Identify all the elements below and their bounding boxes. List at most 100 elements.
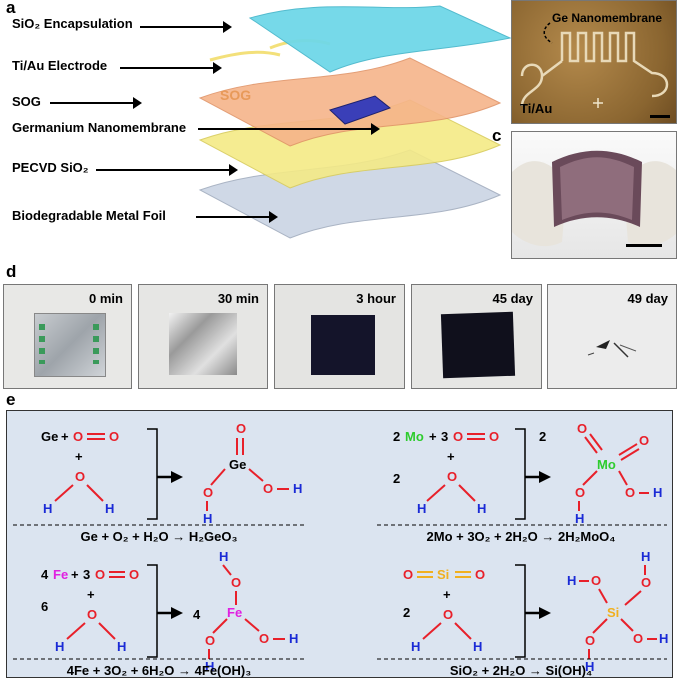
svg-text:H: H xyxy=(43,501,52,516)
ge-nanomembrane-callout: Ge Nanomembrane xyxy=(552,11,663,25)
svg-text:Mo: Mo xyxy=(597,457,616,472)
fe-reaction: 4 Fe + 3 O O 6 + O H H 4 H O Fe O xyxy=(41,549,298,674)
svg-text:+: + xyxy=(71,567,79,582)
layer-label-sio2-encapsulation: SiO₂ Encapsulation xyxy=(12,16,133,31)
svg-text:O: O xyxy=(203,485,213,500)
photo-45-day: 45 day xyxy=(411,284,542,389)
svg-text:Ge: Ge xyxy=(41,429,58,444)
svg-text:O: O xyxy=(75,469,85,484)
svg-text:O: O xyxy=(236,421,246,436)
svg-text:O: O xyxy=(475,567,485,582)
svg-text:H: H xyxy=(575,511,584,526)
micrograph-ge-nanomembrane: Ge Nanomembrane Ti/Au xyxy=(511,0,677,124)
ge-reaction: Ge + O O + O H H O Ge O O xyxy=(41,421,302,526)
svg-text:H: H xyxy=(219,549,228,564)
panel-label-c: c xyxy=(492,126,502,145)
svg-text:Fe: Fe xyxy=(53,567,68,582)
svg-text:O: O xyxy=(585,633,595,648)
arrow-tiau-electrode xyxy=(120,62,222,74)
svg-text:2: 2 xyxy=(403,605,410,620)
svg-text:4: 4 xyxy=(41,567,49,582)
svg-text:O: O xyxy=(443,607,453,622)
equation-fe: 4Fe + 3O₂ + 6H₂O → 4Fe(OH)₃ xyxy=(67,663,251,678)
layer-stack-illustration: SOG xyxy=(198,5,512,239)
sog-layer-text: SOG xyxy=(220,87,251,103)
svg-text:H: H xyxy=(293,481,302,496)
svg-text:O: O xyxy=(639,433,649,448)
sample-3-hour xyxy=(311,315,375,375)
svg-text:O: O xyxy=(231,575,241,590)
photo-3-hour: 3 hour xyxy=(274,284,405,389)
svg-text:H: H xyxy=(659,631,668,646)
layer-label-sog: SOG xyxy=(12,94,41,109)
arrow-pecvd-sio2 xyxy=(96,164,238,176)
svg-text:O: O xyxy=(109,429,119,444)
equation-mo: 2Mo + 3O₂ + 2H₂O → 2H₂MoO₄ xyxy=(427,529,616,544)
layer-label-ge-nanomembrane: Germanium Nanomembrane xyxy=(12,120,187,135)
sample-30-min xyxy=(169,313,237,375)
svg-text:H: H xyxy=(477,501,486,516)
time-label-3-hour: 3 hour xyxy=(356,291,396,306)
sample-0-min xyxy=(34,313,106,377)
svg-text:4: 4 xyxy=(193,607,201,622)
arrow-sio2-encapsulation xyxy=(140,21,232,33)
panel-label-a: a xyxy=(6,0,16,17)
panel-label-e: e xyxy=(6,390,16,409)
svg-text:H: H xyxy=(411,639,420,654)
time-label-49-day: 49 day xyxy=(627,291,668,306)
sample-49-day-fragments xyxy=(587,340,637,358)
svg-text:H: H xyxy=(203,511,212,526)
layer-label-tiau-electrode: Ti/Au Electrode xyxy=(12,58,108,73)
svg-text:O: O xyxy=(577,421,587,436)
panel-label-d: d xyxy=(6,262,17,281)
svg-text:+: + xyxy=(75,449,83,464)
serpentine-electrode-pattern xyxy=(520,22,670,118)
svg-text:H: H xyxy=(55,639,64,654)
svg-text:O: O xyxy=(575,485,585,500)
time-label-45-day: 45 day xyxy=(492,291,533,306)
tiau-callout: Ti/Au xyxy=(520,101,553,116)
svg-text:O: O xyxy=(633,631,643,646)
arrow-ge-nanomembrane xyxy=(198,123,380,135)
svg-text:H: H xyxy=(117,639,126,654)
svg-text:O: O xyxy=(259,631,269,646)
svg-text:H: H xyxy=(417,501,426,516)
svg-text:Si: Si xyxy=(607,605,619,620)
time-label-0-min: 0 min xyxy=(89,291,123,306)
svg-text:+: + xyxy=(87,587,95,602)
svg-text:H: H xyxy=(289,631,298,646)
svg-text:O: O xyxy=(591,573,601,588)
sog-layer xyxy=(198,57,502,147)
reactions-panel: Ge + O O + O H H O Ge O O xyxy=(6,410,673,678)
svg-text:O: O xyxy=(453,429,463,444)
svg-text:H: H xyxy=(205,659,214,674)
svg-text:H: H xyxy=(105,501,114,516)
svg-text:2: 2 xyxy=(393,429,400,444)
svg-text:3: 3 xyxy=(83,567,90,582)
svg-text:+: + xyxy=(61,429,69,444)
svg-text:O: O xyxy=(263,481,273,496)
layer-label-pecvd-sio2: PECVD SiO₂ xyxy=(12,160,89,175)
equation-ge: Ge + O₂ + H₂O → H₂GeO₃ xyxy=(81,529,238,544)
svg-text:H: H xyxy=(473,639,482,654)
svg-text:Ge: Ge xyxy=(229,457,246,472)
svg-text:O: O xyxy=(489,429,499,444)
photo-49-day: 49 day xyxy=(547,284,677,389)
sio2-encapsulation-layer xyxy=(248,5,512,73)
svg-text:O: O xyxy=(129,567,139,582)
svg-text:O: O xyxy=(641,575,651,590)
mo-reaction: 2 Mo + 3 O O + 2 O H H 2 O O Mo xyxy=(393,421,662,526)
svg-text:H: H xyxy=(641,549,650,564)
svg-text:O: O xyxy=(95,567,105,582)
svg-text:O: O xyxy=(625,485,635,500)
photo-30-min: 30 min xyxy=(138,284,268,389)
equation-si: SiO₂ + 2H₂O → Si(OH)₄ xyxy=(450,663,592,678)
bent-device-drawing xyxy=(512,150,676,247)
svg-text:Fe: Fe xyxy=(227,605,242,620)
svg-text:O: O xyxy=(447,469,457,484)
svg-text:6: 6 xyxy=(41,599,48,614)
ge-nanomembrane-patch xyxy=(329,95,392,125)
svg-text:O: O xyxy=(87,607,97,622)
si-reaction: O Si O + 2 O H H H O H O Si xyxy=(403,549,668,674)
photo-flexible-device xyxy=(511,131,677,259)
